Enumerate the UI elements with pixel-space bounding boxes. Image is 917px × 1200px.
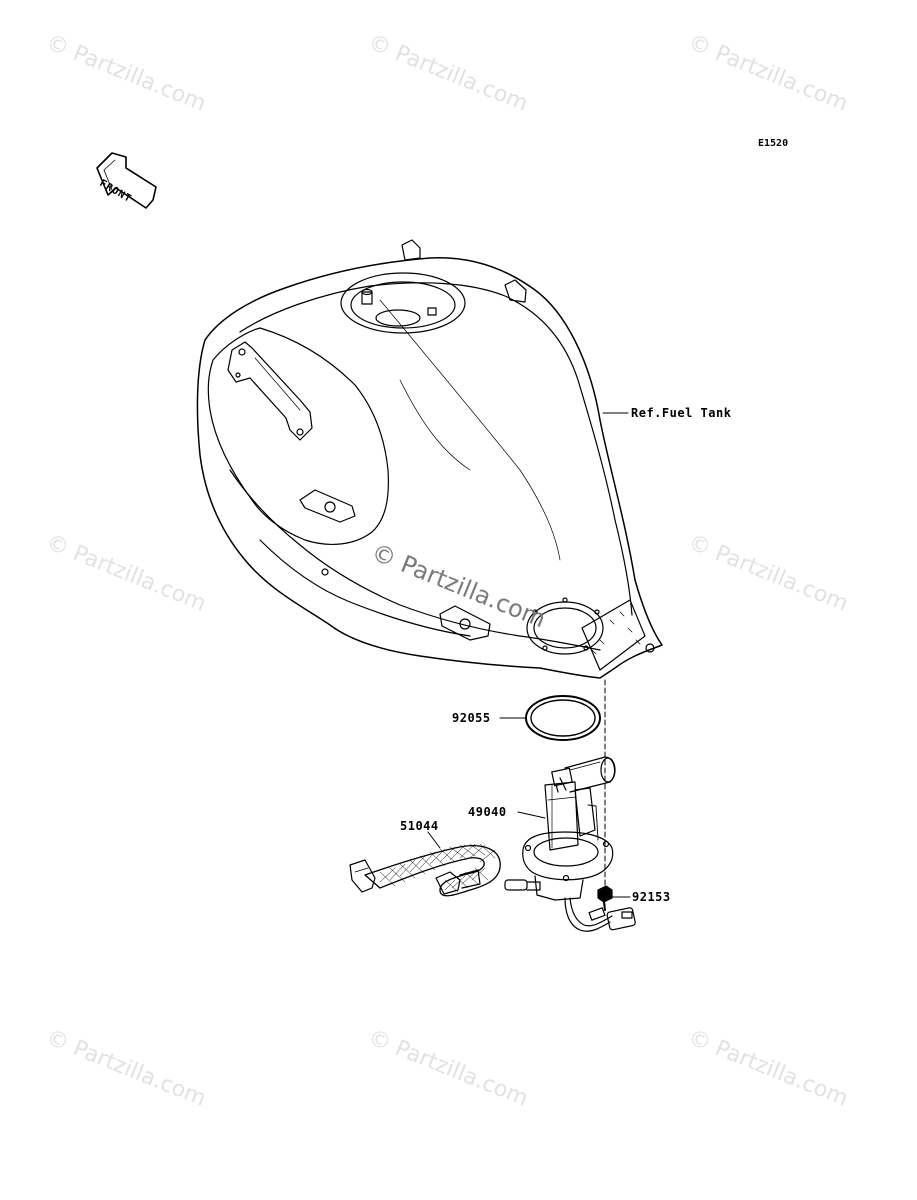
callout-92153: 92153 xyxy=(632,890,671,904)
callout-49040: 49040 xyxy=(468,805,507,819)
fuel-pump-assembly xyxy=(504,756,636,932)
fuel-tank-outline xyxy=(196,239,663,679)
diagram-code: E1520 xyxy=(758,138,789,149)
bolt-part xyxy=(597,885,613,911)
callout-92055: 92055 xyxy=(452,711,491,725)
fuel-hose xyxy=(349,843,501,897)
gasket-ring xyxy=(525,695,601,741)
callout-leader xyxy=(427,831,441,849)
callout-fuel-tank: Ref.Fuel Tank xyxy=(631,406,732,420)
callout-leader xyxy=(517,811,546,819)
front-arrow-icon xyxy=(96,152,157,209)
callout-51044: 51044 xyxy=(400,819,439,833)
